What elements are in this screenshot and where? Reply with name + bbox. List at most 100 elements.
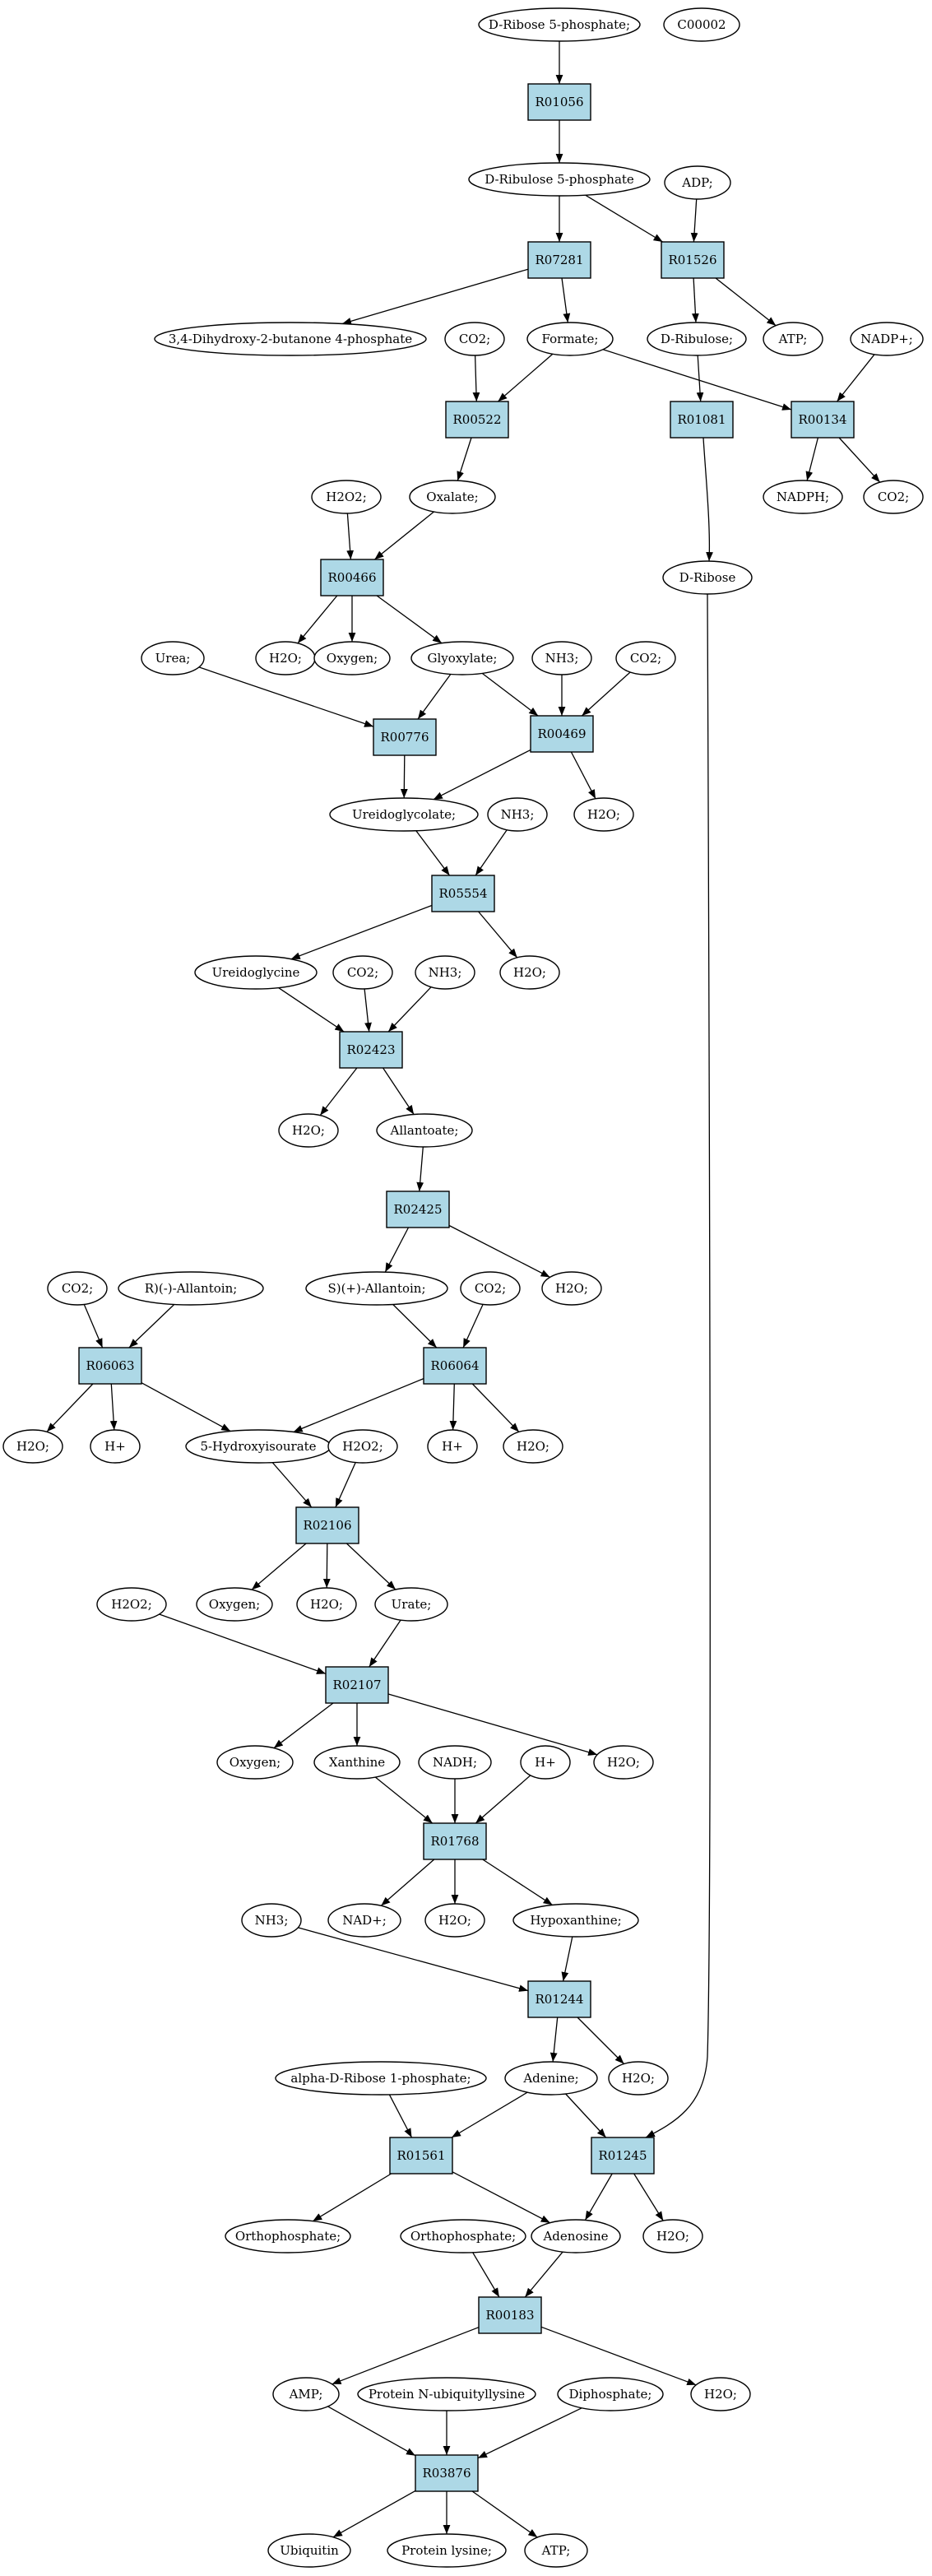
edge-r02107-to-oxygen_c [273, 1702, 334, 1749]
reaction-node-r00183[interactable]: R00183 [478, 2296, 542, 2334]
reaction-node-r07281[interactable]: R07281 [527, 241, 591, 279]
compound-node-nadph[interactable]: NADPH; [763, 480, 843, 514]
compound-node-h2o_c[interactable]: H2O; [499, 955, 560, 990]
compound-node-ureidoglycolate[interactable]: Ureidoglycolate; [329, 797, 479, 832]
compound-node-alpha_ribose_1p[interactable]: alpha-D-Ribose 1-phosphate; [275, 2061, 487, 2096]
compound-node-oxygen_a[interactable]: Oxygen; [313, 641, 391, 675]
edge-co2_e-to-r06063 [83, 1304, 104, 1348]
compound-node-diphosphate[interactable]: Diphosphate; [557, 2377, 664, 2411]
compound-node-s_allantoin[interactable]: S)(+)-Allantoin; [305, 1271, 448, 1306]
compound-node-co2_a[interactable]: CO2; [444, 322, 505, 356]
reaction-node-r00466[interactable]: R00466 [320, 559, 384, 596]
node-label: H2O; [513, 965, 546, 980]
compound-node-nh3_a[interactable]: NH3; [531, 641, 592, 675]
reaction-node-r01056[interactable]: R01056 [527, 83, 591, 121]
compound-node-co2_c[interactable]: CO2; [615, 641, 676, 675]
reaction-node-r01526[interactable]: R01526 [661, 241, 725, 279]
compound-node-h2o_b[interactable]: H2O; [573, 797, 634, 832]
compound-node-h2o_f[interactable]: H2O; [2, 1429, 63, 1464]
compound-node-h2o_i[interactable]: H2O; [593, 1745, 654, 1780]
compound-node-d_ribose[interactable]: D-Ribose [662, 560, 753, 595]
reaction-node-r02425[interactable]: R02425 [386, 1191, 450, 1228]
reaction-box [339, 1031, 403, 1069]
compound-node-h2o_h[interactable]: H2O; [296, 1587, 357, 1622]
compound-node-h2o_k[interactable]: H2O; [608, 2061, 669, 2096]
compound-node-hypoxanthine[interactable]: Hypoxanthine; [512, 1903, 639, 1938]
compound-node-c00002[interactable]: C00002 [663, 7, 740, 42]
reaction-node-r02107[interactable]: R02107 [325, 1666, 389, 1704]
compound-node-ubiquitin[interactable]: Ubiquitin [267, 2533, 351, 2568]
compound-node-oxalate[interactable]: Oxalate; [409, 480, 496, 514]
compound-node-nad[interactable]: NAD+; [327, 1903, 401, 1938]
compound-node-co2_b[interactable]: CO2; [863, 480, 924, 514]
compound-node-h2o2_c[interactable]: H2O2; [96, 1587, 167, 1622]
compound-node-nh3_d[interactable]: NH3; [241, 1903, 302, 1938]
compound-node-hplus_b[interactable]: H+ [427, 1429, 478, 1464]
reaction-node-r00522[interactable]: R00522 [445, 401, 509, 439]
compound-ellipse [410, 641, 514, 675]
compound-node-orthophosphate_b[interactable]: Orthophosphate; [400, 2219, 526, 2253]
compound-node-urate[interactable]: Urate; [374, 1587, 448, 1622]
compound-node-adenine[interactable]: Adenine; [504, 2061, 598, 2096]
compound-node-h2o_e[interactable]: H2O; [541, 1271, 602, 1306]
compound-node-nadp[interactable]: NADP+; [850, 322, 924, 356]
compound-node-amp[interactable]: AMP; [272, 2377, 340, 2411]
reaction-node-r06064[interactable]: R06064 [423, 1347, 487, 1385]
compound-node-d_ribose_5p[interactable]: D-Ribose 5-phosphate; [478, 7, 641, 42]
compound-node-hplus_c[interactable]: H+ [520, 1745, 571, 1780]
reaction-node-r01768[interactable]: R01768 [423, 1822, 487, 1860]
compound-node-nadh[interactable]: NADH; [418, 1745, 492, 1780]
compound-ellipse [332, 955, 393, 990]
compound-node-d_ribulose_5p[interactable]: D-Ribulose 5-phosphate [468, 162, 651, 197]
reaction-node-r03876[interactable]: R03876 [415, 2454, 479, 2492]
compound-node-d_ribulose[interactable]: D-Ribulose; [647, 322, 747, 356]
compound-node-adenosine[interactable]: Adenosine [531, 2219, 621, 2253]
compound-node-dihydroxybutanone[interactable]: 3,4-Dihydroxy-2-butanone 4-phosphate [154, 322, 427, 356]
compound-node-h2o_m[interactable]: H2O; [690, 2377, 751, 2411]
compound-node-nh3_b[interactable]: NH3; [487, 797, 548, 832]
compound-node-h2o2_a[interactable]: H2O2; [311, 480, 382, 514]
reaction-node-r02423[interactable]: R02423 [339, 1031, 403, 1069]
compound-ellipse [96, 1587, 167, 1622]
compound-node-orthophosphate_a[interactable]: Orthophosphate; [225, 2219, 351, 2253]
reaction-box [423, 1347, 487, 1385]
compound-node-protein_lysine[interactable]: Protein lysine; [387, 2533, 507, 2568]
node-label: H+ [535, 1755, 556, 1770]
compound-node-oxygen_c[interactable]: Oxygen; [216, 1745, 294, 1780]
reaction-node-r01244[interactable]: R01244 [527, 1980, 591, 2018]
compound-node-urea[interactable]: Urea; [141, 641, 205, 675]
compound-node-r_allantoin[interactable]: R)(-)-Allantoin; [118, 1271, 264, 1306]
reaction-node-r05554[interactable]: R05554 [431, 875, 495, 912]
compound-node-nh3_c[interactable]: NH3; [415, 955, 475, 990]
compound-node-h2o_l[interactable]: H2O; [642, 2219, 703, 2253]
compound-node-hplus_a[interactable]: H+ [90, 1429, 141, 1464]
compound-node-h2o_a[interactable]: H2O; [255, 641, 316, 675]
compound-node-oxygen_b[interactable]: Oxygen; [196, 1587, 273, 1622]
compound-node-co2_f[interactable]: CO2; [460, 1271, 521, 1306]
reaction-node-r06063[interactable]: R06063 [78, 1347, 142, 1385]
reaction-node-r01561[interactable]: R01561 [389, 2137, 453, 2175]
compound-node-ureidoglycine[interactable]: Ureidoglycine [194, 955, 318, 990]
compound-node-atp_b[interactable]: ATP; [524, 2533, 588, 2568]
reaction-node-r01081[interactable]: R01081 [670, 401, 734, 439]
node-label: R02106 [303, 1518, 351, 1533]
compound-node-co2_e[interactable]: CO2; [47, 1271, 108, 1306]
compound-node-glyoxylate[interactable]: Glyoxylate; [410, 641, 514, 675]
compound-node-atp_a[interactable]: ATP; [763, 322, 823, 356]
compound-node-formate[interactable]: Formate; [526, 322, 614, 356]
compound-node-h2o_g[interactable]: H2O; [503, 1429, 563, 1464]
compound-node-h2o2_b[interactable]: H2O2; [327, 1429, 398, 1464]
compound-node-allantoate[interactable]: Allantoate; [376, 1113, 473, 1148]
reaction-node-r01245[interactable]: R01245 [591, 2137, 655, 2175]
reaction-node-r00776[interactable]: R00776 [373, 718, 437, 756]
compound-node-adp[interactable]: ADP; [664, 165, 731, 200]
reaction-node-r00469[interactable]: R00469 [530, 715, 594, 753]
reaction-node-r00134[interactable]: R00134 [791, 401, 855, 439]
compound-node-xanthine[interactable]: Xanthine [313, 1745, 401, 1780]
reaction-node-r02106[interactable]: R02106 [295, 1506, 359, 1544]
compound-node-h2o_j[interactable]: H2O; [424, 1903, 485, 1938]
compound-node-co2_d[interactable]: CO2; [332, 955, 393, 990]
compound-node-protein_n_ubiquityllysine[interactable]: Protein N-ubiquityllysine [357, 2377, 536, 2411]
compound-node-h2o_d[interactable]: H2O; [278, 1113, 339, 1148]
compound-node-hydroxyisourate[interactable]: 5-Hydroxyisourate [185, 1429, 332, 1464]
